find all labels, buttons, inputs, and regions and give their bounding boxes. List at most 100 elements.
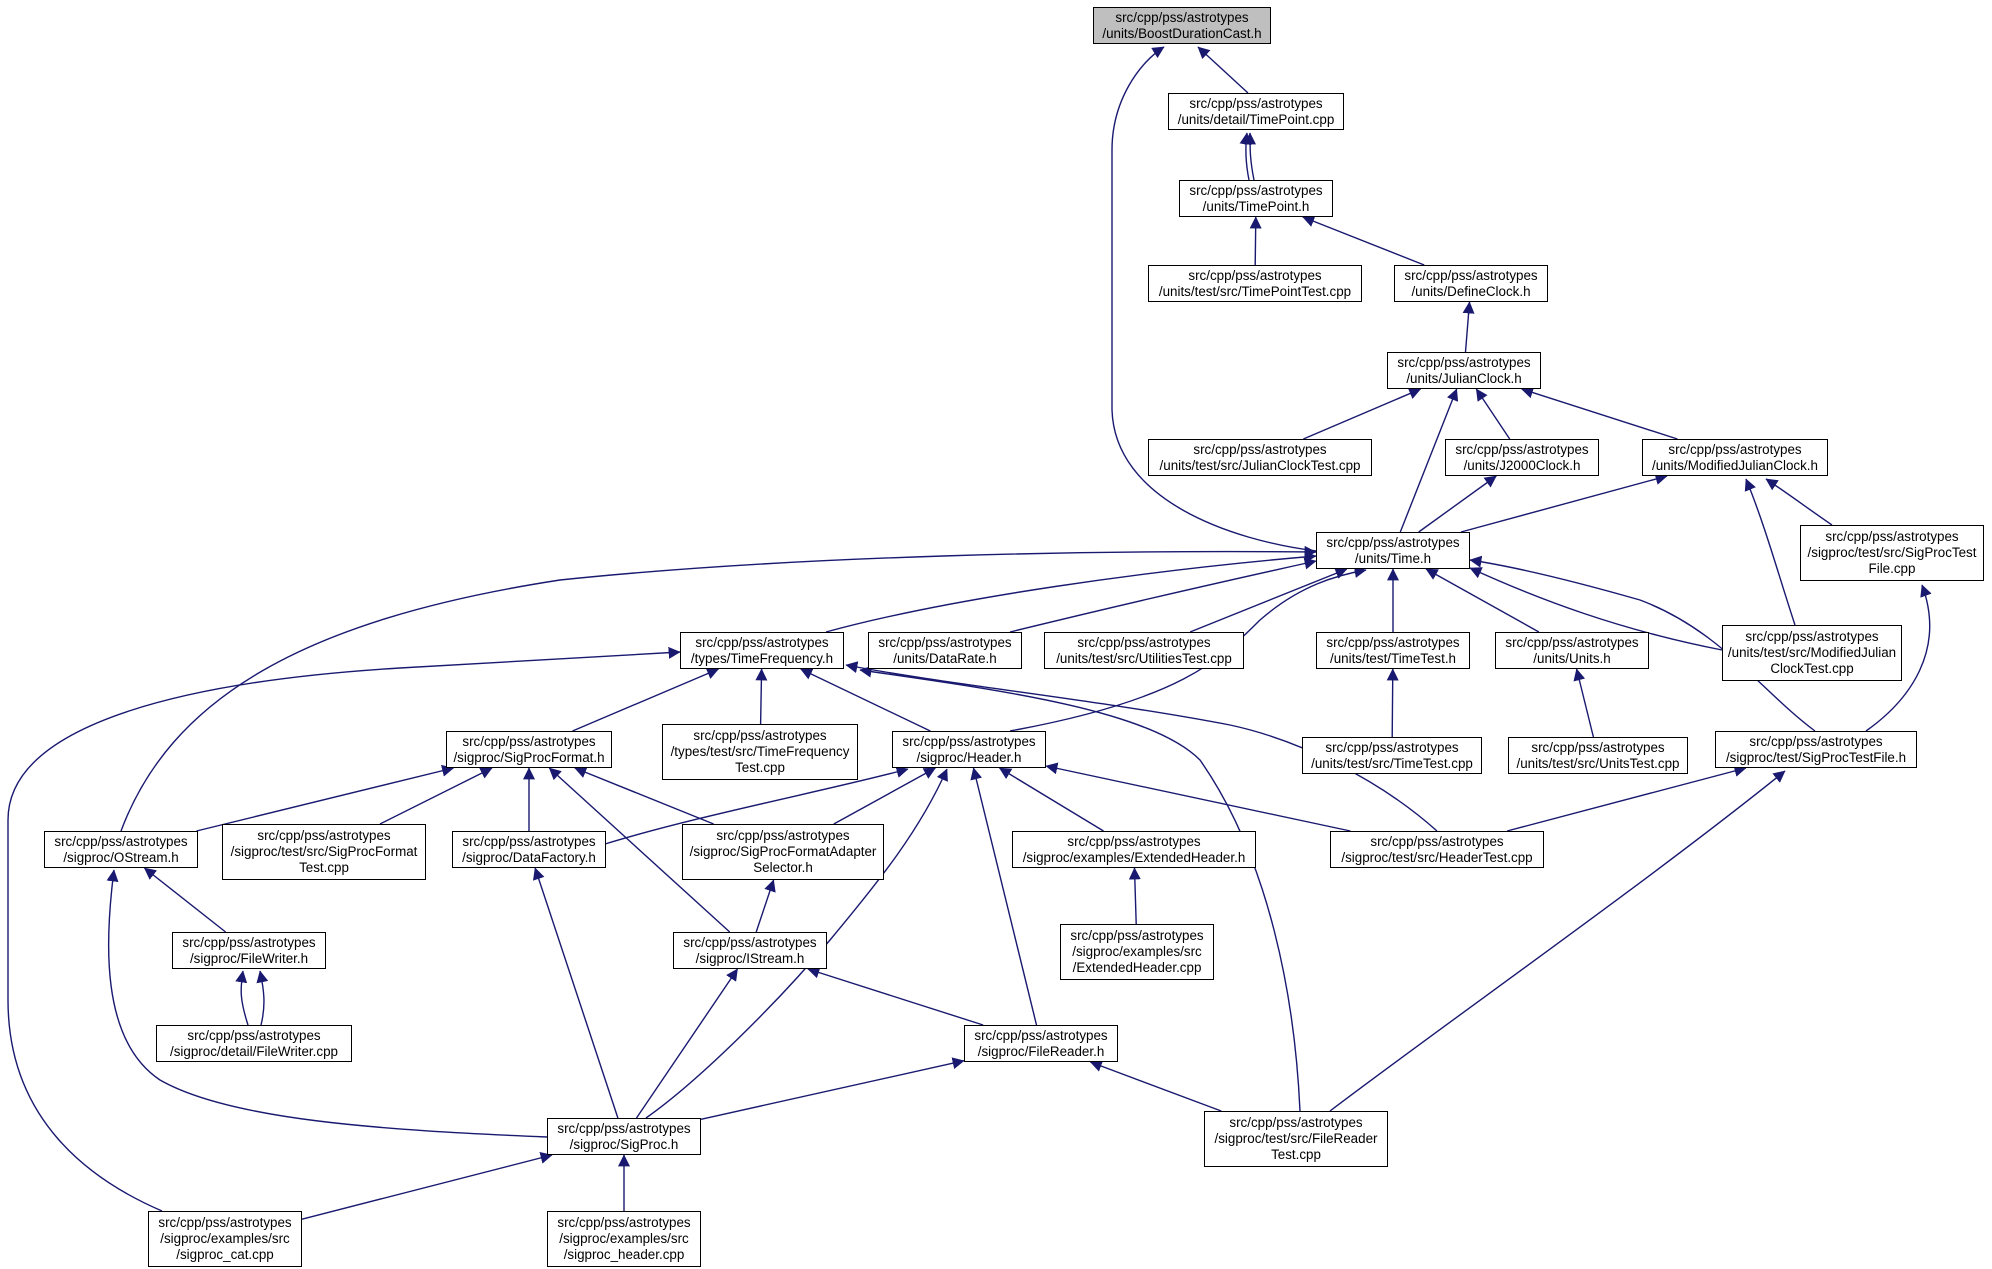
node-label-line: src/cpp/pss/astrotypes xyxy=(716,828,850,843)
node-label-line: /units/JulianClock.h xyxy=(1406,370,1522,386)
graph-node[interactable]: src/cpp/pss/astrotypes/sigproc/SigProcFo… xyxy=(682,824,884,880)
node-label-line: Selector.h xyxy=(753,860,813,875)
node-label-line: /sigproc/test/src/HeaderTest.cpp xyxy=(1341,849,1533,865)
graph-node[interactable]: src/cpp/pss/astrotypes/units/BoostDurati… xyxy=(1093,7,1271,44)
node-label-line: src/cpp/pss/astrotypes xyxy=(1505,634,1639,650)
node-label-line: /units/test/src/TimePointTest.cpp xyxy=(1158,283,1352,299)
node-label-line: /units/BoostDurationCast.h xyxy=(1102,25,1262,41)
dependency-edge xyxy=(1128,867,1141,925)
dependency-edge xyxy=(755,879,776,933)
dependency-edge xyxy=(1303,387,1422,440)
dependency-edge xyxy=(256,970,269,1026)
graph-node[interactable]: src/cpp/pss/astrotypes/sigproc/examples/… xyxy=(547,1211,701,1267)
node-label-line: src/cpp/pss/astrotypes xyxy=(182,934,316,950)
node-label-line: /sigproc_header.cpp xyxy=(563,1247,685,1262)
graph-node[interactable]: src/cpp/pss/astrotypes/sigproc/DataFacto… xyxy=(452,831,606,868)
dependency-edge xyxy=(1521,386,1678,440)
graph-node[interactable]: src/cpp/pss/astrotypes/units/test/src/Mo… xyxy=(1722,625,1902,681)
dependency-edge xyxy=(1765,478,1833,526)
graph-node[interactable]: src/cpp/pss/astrotypes/sigproc/examples/… xyxy=(148,1211,302,1267)
graph-node[interactable]: src/cpp/pss/astrotypes/units/JulianClock… xyxy=(1387,352,1541,389)
dependency-edge xyxy=(120,545,1317,832)
dependency-edge xyxy=(1045,762,1351,832)
dependency-edge xyxy=(1239,132,1252,181)
node-label-line: /sigproc/test/src/SigProcFormat xyxy=(230,844,418,859)
graph-node[interactable]: src/cpp/pss/astrotypes/units/detail/Time… xyxy=(1168,93,1344,130)
graph-node[interactable]: src/cpp/pss/astrotypes/units/Time.h xyxy=(1316,532,1470,569)
graph-node[interactable]: src/cpp/pss/astrotypes/units/test/src/Ut… xyxy=(1044,632,1244,669)
graph-node[interactable]: src/cpp/pss/astrotypes/sigproc/Header.h xyxy=(892,731,1046,768)
node-label-line: /units/TimePoint.h xyxy=(1202,198,1310,214)
node-label-line: /units/ModifiedJulianClock.h xyxy=(1652,457,1818,473)
graph-node[interactable]: src/cpp/pss/astrotypes/units/test/src/Ti… xyxy=(1302,737,1482,774)
graph-node[interactable]: src/cpp/pss/astrotypes/units/DataRate.h xyxy=(868,632,1022,669)
graph-node[interactable]: src/cpp/pss/astrotypes/sigproc/test/src/… xyxy=(1204,1111,1388,1167)
node-label-line: /units/test/src/JulianClockTest.cpp xyxy=(1159,457,1361,473)
dependency-edge xyxy=(1329,770,1786,1112)
node-label-line: /sigproc/OStream.h xyxy=(63,849,179,865)
dependency-edge xyxy=(845,661,1438,832)
node-label-line: src/cpp/pss/astrotypes xyxy=(695,634,829,650)
graph-node[interactable]: src/cpp/pss/astrotypes/units/test/TimeTe… xyxy=(1316,632,1470,669)
node-label-line: /sigproc/examples/ExtendedHeader.h xyxy=(1022,849,1246,865)
dependency-edge xyxy=(604,766,909,845)
graph-node[interactable]: src/cpp/pss/astrotypes/units/test/src/Un… xyxy=(1508,737,1688,774)
graph-node[interactable]: src/cpp/pss/astrotypes/sigproc/examples/… xyxy=(1060,924,1214,980)
dependency-edge xyxy=(1111,46,1317,552)
dependency-edge xyxy=(301,1152,553,1220)
dependency-edge xyxy=(1425,568,1540,633)
graph-node[interactable]: src/cpp/pss/astrotypes/sigproc/IStream.h xyxy=(673,932,827,969)
dependency-edge xyxy=(1302,215,1425,266)
node-label-line: /sigproc/SigProcFormat.h xyxy=(453,749,605,765)
node-label-line: src/cpp/pss/astrotypes xyxy=(1745,629,1879,644)
dependency-edge xyxy=(1469,555,1816,732)
graph-node[interactable]: src/cpp/pss/astrotypes/units/test/src/Ju… xyxy=(1148,439,1372,476)
graph-node[interactable]: src/cpp/pss/astrotypes/sigproc/test/src/… xyxy=(222,824,426,880)
graph-node[interactable]: src/cpp/pss/astrotypes/units/TimePoint.h xyxy=(1179,180,1333,217)
graph-node[interactable]: src/cpp/pss/astrotypes/sigproc/test/src/… xyxy=(1330,831,1544,868)
graph-node[interactable]: src/cpp/pss/astrotypes/units/Units.h xyxy=(1495,632,1649,669)
dependency-edge xyxy=(379,767,493,825)
dependency-edge xyxy=(196,764,455,832)
dependency-edge xyxy=(574,766,714,825)
dependency-edge xyxy=(970,767,1038,1026)
dependency-edge xyxy=(859,665,1301,1112)
graph-node[interactable]: src/cpp/pss/astrotypes/sigproc/test/SigP… xyxy=(1715,731,1917,768)
dependency-edge xyxy=(1475,388,1511,440)
dependency-edge xyxy=(998,767,1104,832)
node-label-line: src/cpp/pss/astrotypes xyxy=(557,1215,691,1230)
dependency-edge xyxy=(1744,478,1796,626)
dependency-edge xyxy=(572,667,720,732)
graph-node[interactable]: src/cpp/pss/astrotypes/sigproc/OStream.h xyxy=(44,831,198,868)
graph-node[interactable]: src/cpp/pss/astrotypes/sigproc/SigProcFo… xyxy=(446,731,612,768)
node-label-line: src/cpp/pss/astrotypes xyxy=(1067,833,1201,849)
node-label-line: /sigproc/test/src/FileReader xyxy=(1214,1131,1378,1146)
node-label-line: /units/test/src/UnitsTest.cpp xyxy=(1516,755,1680,771)
dependency-edge xyxy=(1418,475,1497,533)
node-label-line: Test.cpp xyxy=(1271,1147,1321,1162)
graph-node[interactable]: src/cpp/pss/astrotypes/sigproc/FileWrite… xyxy=(172,932,326,969)
graph-node[interactable]: src/cpp/pss/astrotypes/units/test/src/Ti… xyxy=(1148,265,1362,302)
graph-node[interactable]: src/cpp/pss/astrotypes/sigproc/SigProc.h xyxy=(547,1118,701,1155)
node-label-line: src/cpp/pss/astrotypes xyxy=(1115,9,1249,25)
graph-node[interactable]: src/cpp/pss/astrotypes/types/TimeFrequen… xyxy=(680,632,844,669)
node-label-line: src/cpp/pss/astrotypes xyxy=(1825,529,1959,544)
dependency-edge xyxy=(532,867,619,1119)
node-label-line: /sigproc/FileWriter.h xyxy=(189,950,309,966)
dependency-edge xyxy=(1573,668,1595,738)
node-label-line: /units/test/src/ModifiedJulian xyxy=(1727,645,1897,660)
graph-node[interactable]: src/cpp/pss/astrotypes/sigproc/test/src/… xyxy=(1800,525,1984,581)
node-label-line: src/cpp/pss/astrotypes xyxy=(1193,441,1327,457)
graph-node[interactable]: src/cpp/pss/astrotypes/units/J2000Clock.… xyxy=(1445,439,1599,476)
node-label-line: /units/test/src/UtilitiesTest.cpp xyxy=(1056,650,1232,666)
graph-node[interactable]: src/cpp/pss/astrotypes/sigproc/detail/Fi… xyxy=(156,1025,352,1062)
graph-node[interactable]: src/cpp/pss/astrotypes/units/DefineClock… xyxy=(1394,265,1548,302)
node-label-line: /sigproc/test/src/SigProcTest xyxy=(1807,545,1977,560)
graph-node[interactable]: src/cpp/pss/astrotypes/sigproc/FileReade… xyxy=(964,1025,1118,1062)
graph-node[interactable]: src/cpp/pss/astrotypes/types/test/src/Ti… xyxy=(662,724,858,780)
graph-node[interactable]: src/cpp/pss/astrotypes/sigproc/examples/… xyxy=(1012,831,1256,868)
graph-node[interactable]: src/cpp/pss/astrotypes/units/ModifiedJul… xyxy=(1642,439,1828,476)
dependency-edge xyxy=(235,970,249,1026)
node-label-line: src/cpp/pss/astrotypes xyxy=(1188,267,1322,283)
